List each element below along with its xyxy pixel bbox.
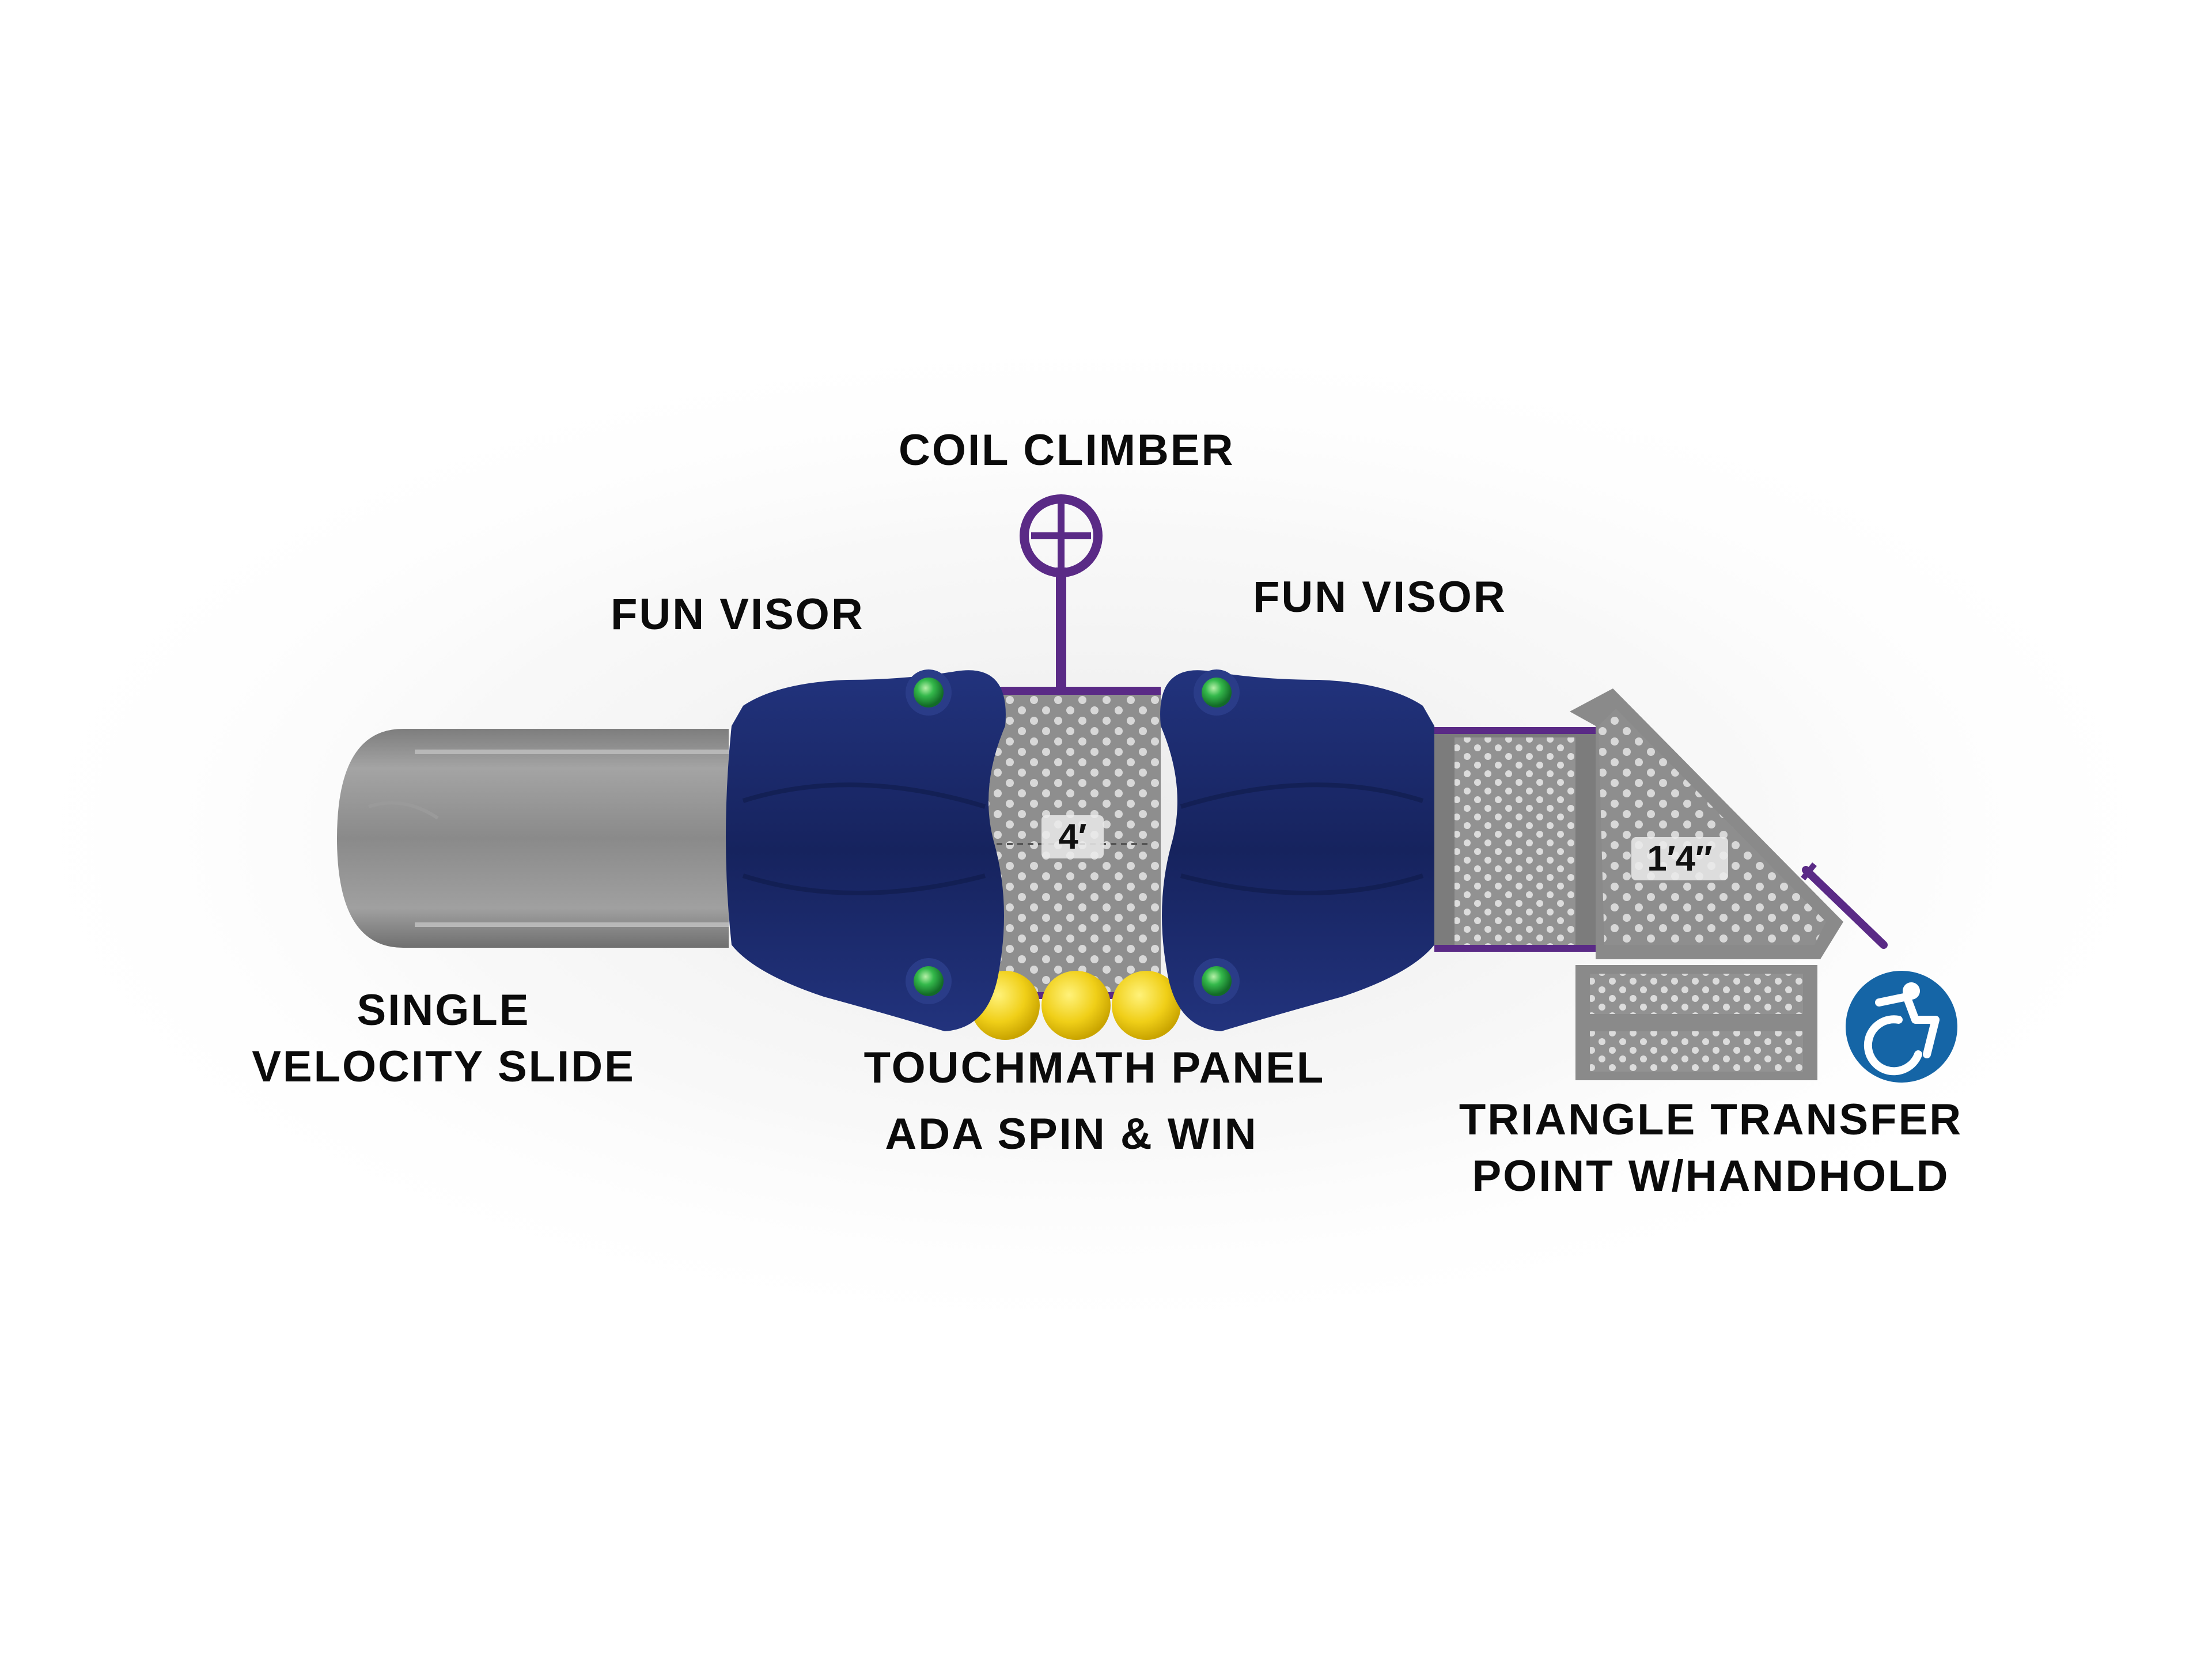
label-single-velocity-slide: SINGLE VELOCITY SLIDE [242,982,645,1095]
label-ada-spin-win: ADA SPIN & WIN [885,1110,1258,1159]
fun-visor-right [1160,669,1440,1031]
label-touchmath-panel: TOUCHMATH PANEL [863,1043,1325,1092]
label-fun-visor-left: FUN VISOR [611,590,865,639]
transfer-height-label: 1′4″ [1631,837,1728,880]
single-velocity-slide [337,729,729,948]
coil-climber [1020,494,1103,700]
label-triangle-transfer: TRIANGLE TRANSFER POINT W/HANDHOLD [1452,1092,1970,1205]
deck-height-label: 4′ [1041,815,1104,858]
label-coil-climber: COIL CLIMBER [899,426,1235,475]
fun-visor-left [726,669,1006,1031]
triangle-transfer-point [1570,688,1888,1080]
label-triangle-line2: POINT W/HANDHOLD [1472,1152,1950,1201]
label-slide-line2: VELOCITY SLIDE [252,1042,635,1091]
ada-spin-and-win [971,971,1181,1040]
label-slide-line1: SINGLE [357,986,531,1035]
transfer-walkway [1434,727,1601,952]
label-triangle-line1: TRIANGLE TRANSFER [1459,1095,1963,1144]
accessibility-icon [1846,971,1957,1083]
label-fun-visor-right: FUN VISOR [1253,573,1507,622]
